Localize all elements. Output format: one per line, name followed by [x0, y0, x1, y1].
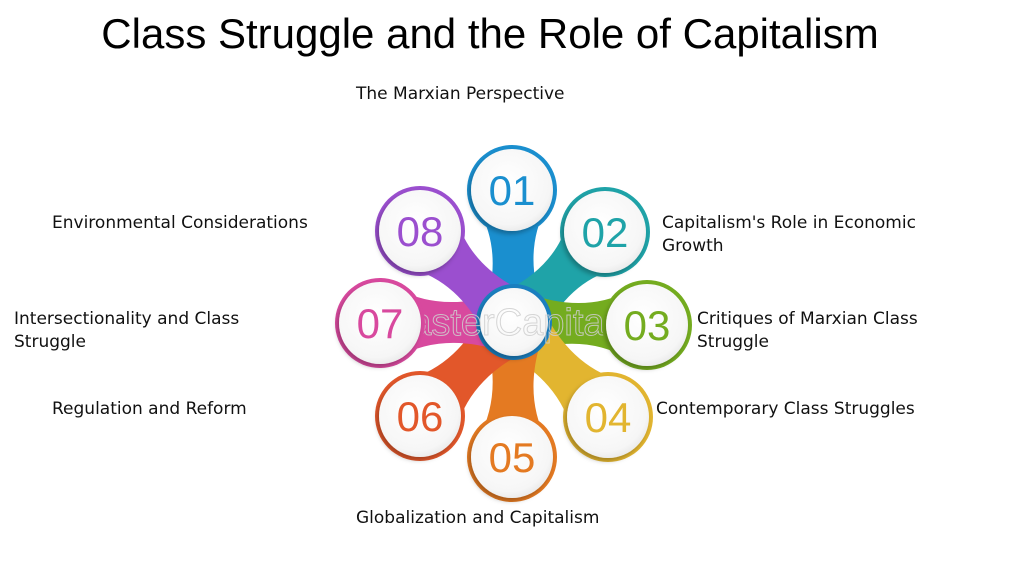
node-number: 02 [582, 209, 629, 256]
label-line: Globalization and Capitalism [356, 508, 600, 528]
label-line: Critiques of Marxian Class [697, 309, 918, 329]
node-number: 06 [397, 393, 444, 440]
node-number: 05 [489, 434, 536, 481]
node-number: 04 [585, 394, 632, 441]
node-disc [339, 282, 421, 364]
label-04: Contemporary Class Struggles [656, 398, 915, 421]
node-02: 02 [560, 187, 650, 277]
label-line: Struggle [14, 332, 86, 352]
page-title: Class Struggle and the Role of Capitalis… [101, 10, 879, 57]
node-disc [471, 149, 553, 231]
label-line: Environmental Considerations [52, 213, 308, 233]
node-08: 08 [375, 186, 465, 276]
label-line: Regulation and Reform [52, 399, 247, 419]
center-hub [476, 284, 552, 360]
label-line: The Marxian Perspective [356, 84, 565, 104]
node-number: 03 [624, 302, 671, 349]
node-disc [379, 375, 461, 457]
node-05: 05 [467, 412, 557, 502]
node-disc [471, 416, 553, 498]
node-number: 08 [397, 208, 444, 255]
label-06: Regulation and Reform [52, 398, 247, 421]
label-line: Struggle [697, 332, 769, 352]
label-line: Intersectionality and Class [14, 309, 240, 329]
node-number: 01 [489, 167, 536, 214]
label-08: Environmental Considerations [52, 212, 308, 235]
node-06: 06 [375, 371, 465, 461]
node-01: 01 [467, 145, 557, 235]
node-number: 07 [357, 300, 404, 347]
nodes-layer: 01 02 03 04 05 06 07 08 [335, 145, 692, 502]
label-01: The Marxian Perspective [356, 83, 564, 106]
label-line: Capitalism's Role in Economic [662, 213, 916, 233]
node-disc [379, 190, 461, 272]
node-03: 03 [602, 280, 692, 370]
label-05: Globalization and Capitalism [356, 507, 599, 530]
label-line: Growth [662, 236, 724, 256]
node-disc [606, 284, 688, 366]
node-disc [564, 191, 646, 273]
hub-disc [480, 288, 548, 356]
node-disc [567, 376, 649, 458]
label-line: Contemporary Class Struggles [656, 399, 915, 419]
node-04: 04 [563, 372, 653, 462]
node-07: 07 [335, 278, 425, 368]
